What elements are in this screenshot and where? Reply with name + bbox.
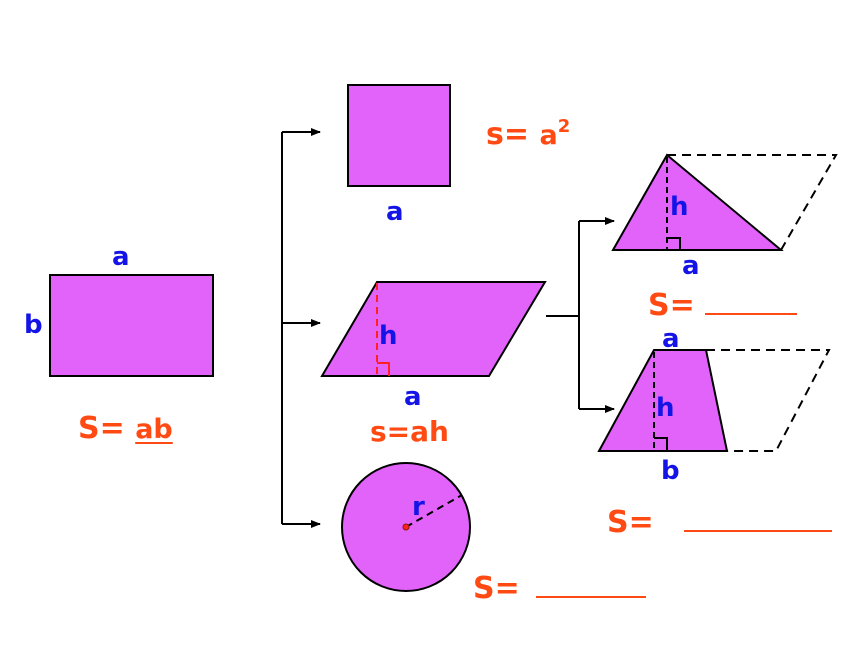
square-formula-exponent: 2 (557, 116, 571, 137)
parallelogram-base-label: a (404, 382, 422, 412)
parallelogram-right-angle (377, 362, 390, 376)
triangle-formula-prefix: S= (648, 288, 695, 323)
left-bracket-arrows (281, 128, 321, 528)
circle-center-dot (402, 523, 410, 531)
circle-formula: S= (473, 570, 647, 606)
square-formula: s= a2 (486, 117, 570, 152)
rectangle-shape (49, 274, 214, 377)
triangle-shape (611, 153, 784, 251)
triangle-formula-blank (705, 287, 798, 315)
trapezoid-formula-prefix: S= (607, 505, 654, 540)
circle-formula-prefix: S= (473, 571, 520, 606)
square-formula-base: a (539, 120, 558, 151)
rectangle-side-label-left: b (24, 310, 43, 340)
circle-radius-label: r (412, 492, 425, 522)
right-bracket-arrows (546, 217, 615, 413)
circle-formula-blank (536, 570, 647, 598)
trapezoid-height-label: h (656, 393, 675, 423)
rectangle-formula-prefix: S= (78, 411, 125, 446)
rectangle-formula: S= ab (78, 414, 173, 444)
trapezoid-top-label: a (662, 324, 680, 354)
trapezoid-formula-blank (684, 504, 833, 532)
triangle-dashed-completion (667, 154, 838, 251)
parallelogram-height-label: h (379, 321, 398, 351)
trapezoid-bottom-label: b (661, 456, 680, 486)
triangle-right-angle (667, 237, 681, 250)
triangle-height-label: h (670, 192, 689, 222)
square-formula-prefix: s= (486, 117, 529, 152)
trapezoid-right-angle (654, 437, 668, 451)
triangle-formula: S= (648, 287, 798, 323)
trapezoid-shape (597, 349, 729, 452)
square-side-label: a (386, 197, 404, 227)
parallelogram-shape (320, 281, 547, 377)
trapezoid-dashed-completion (706, 349, 831, 452)
triangle-base-label: a (682, 251, 700, 281)
circle-radius-line (405, 494, 463, 528)
rectangle-side-label-top: a (112, 242, 130, 272)
square-shape (347, 84, 451, 187)
rectangle-formula-value: ab (135, 414, 173, 445)
trapezoid-formula: S= (607, 504, 833, 540)
parallelogram-formula: s=ah (370, 415, 449, 448)
